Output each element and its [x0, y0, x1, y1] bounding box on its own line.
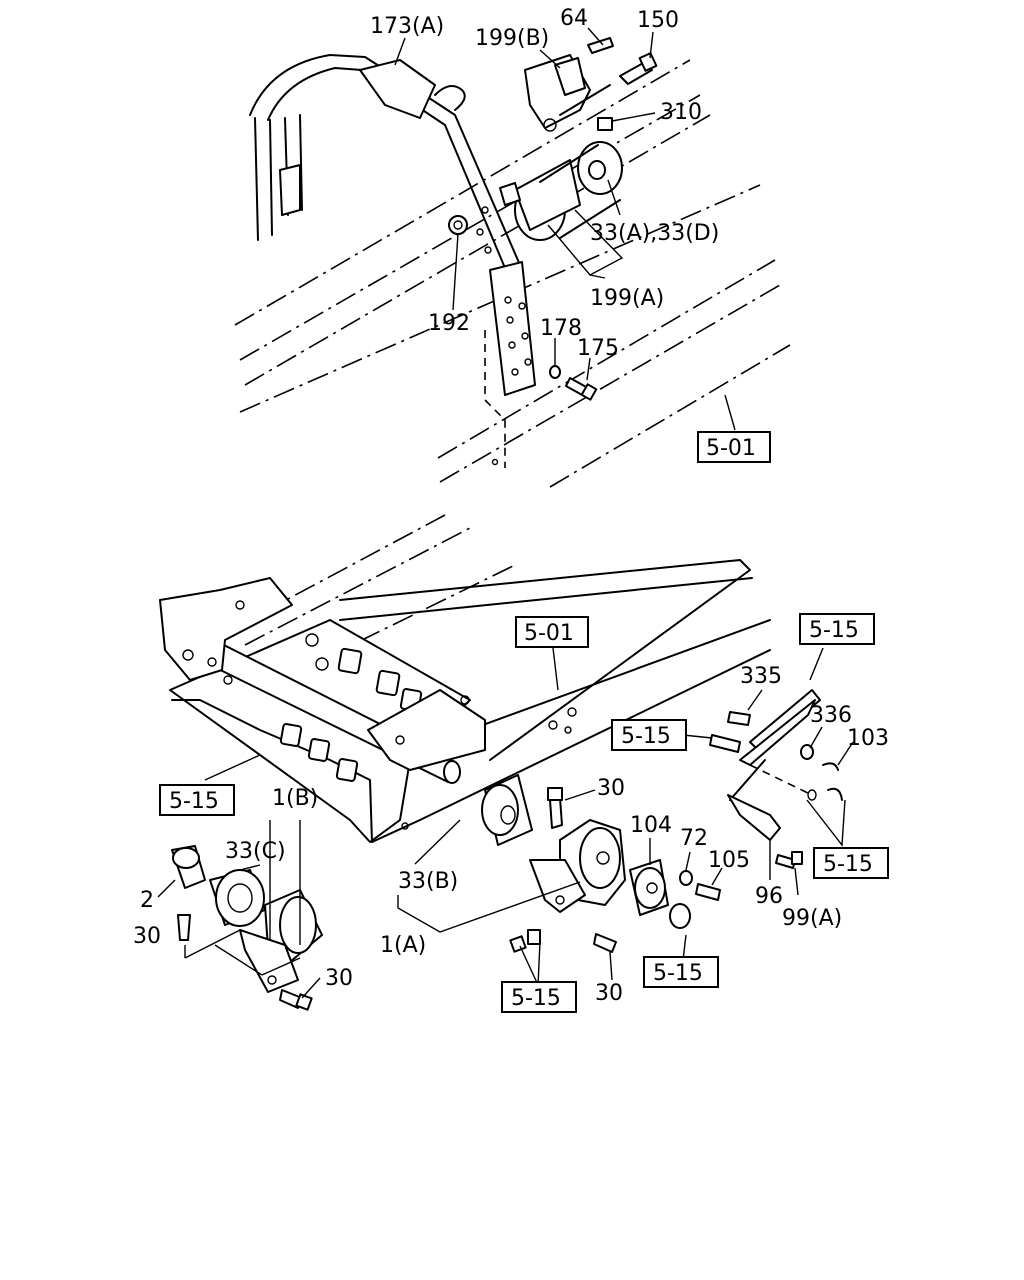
svg-text:5-01: 5-01 [524, 621, 574, 646]
svg-text:5-15: 5-15 [809, 618, 859, 643]
label-33ad: 33(A),33(D) [590, 221, 719, 246]
washer-178 [549, 365, 561, 379]
label-175: 175 [577, 336, 619, 361]
label-30-bottom: 30 [595, 981, 623, 1006]
reference-boxes: 5-01 5-01 5-15 5-15 5-15 5-15 5-15 5-15 [159, 431, 889, 1013]
bolt-175 [565, 377, 598, 401]
label-1b: 1(B) [272, 786, 318, 811]
clip-64 [587, 37, 614, 54]
label-33b: 33(B) [398, 869, 458, 894]
label-64: 64 [560, 6, 588, 31]
ref-box-515-top-right[interactable]: 5-15 [799, 613, 875, 645]
label-1a: 1(A) [380, 933, 426, 958]
svg-text:5-15: 5-15 [511, 986, 561, 1011]
label-150: 150 [637, 8, 679, 33]
ref-box-515-right[interactable]: 5-15 [813, 847, 889, 879]
label-336: 336 [810, 703, 852, 728]
label-30-top: 30 [597, 776, 625, 801]
upper-bracket-199b [524, 54, 611, 132]
label-103: 103 [847, 726, 889, 751]
bolt-150 [619, 52, 658, 85]
ref-box-501-bottom[interactable]: 5-01 [515, 616, 589, 648]
svg-text:5-15: 5-15 [621, 724, 671, 749]
label-33c: 33(C) [225, 839, 286, 864]
callout-labels: 173(A) 64 150 199(B) 310 33(A),33(D) 192… [133, 6, 889, 1006]
svg-text:5-15: 5-15 [653, 961, 703, 986]
label-310: 310 [660, 100, 702, 125]
label-173a: 173(A) [370, 14, 444, 39]
mount-bushing-upper [499, 141, 623, 241]
svg-text:5-01: 5-01 [706, 436, 756, 461]
mount-assembly-1b [171, 820, 323, 1011]
label-335: 335 [740, 664, 782, 689]
label-30-bottom-left: 30 [325, 966, 353, 991]
leaders-bottom [157, 647, 854, 999]
label-104: 104 [630, 813, 672, 838]
ref-box-515-mid[interactable]: 5-15 [611, 719, 687, 751]
label-96: 96 [755, 884, 783, 909]
label-178: 178 [540, 316, 582, 341]
label-192: 192 [428, 311, 470, 336]
ref-box-515-bottom-mid[interactable]: 5-15 [643, 956, 719, 988]
nut-192 [448, 215, 468, 235]
label-105: 105 [708, 848, 750, 873]
svg-text:5-15: 5-15 [823, 852, 873, 877]
leaders-top [394, 27, 736, 431]
frame-rail-upper [234, 59, 791, 488]
label-72: 72 [680, 826, 708, 851]
nut-310 [597, 117, 613, 131]
label-99a: 99(A) [782, 906, 842, 931]
crossmember-bracket [249, 54, 536, 468]
label-2: 2 [140, 888, 154, 913]
ref-box-501-top[interactable]: 5-01 [697, 431, 771, 463]
label-199a: 199(A) [590, 286, 664, 311]
ref-box-515-bottom-left[interactable]: 5-15 [501, 981, 577, 1013]
mount-assembly-1a [481, 774, 626, 953]
ref-box-515-left[interactable]: 5-15 [159, 784, 235, 816]
label-199b: 199(B) [475, 26, 549, 51]
label-30-left: 30 [133, 924, 161, 949]
linkage-right [709, 689, 843, 869]
frame-lower [159, 514, 771, 843]
actuator-104 [629, 859, 721, 929]
svg-text:5-15: 5-15 [169, 789, 219, 814]
